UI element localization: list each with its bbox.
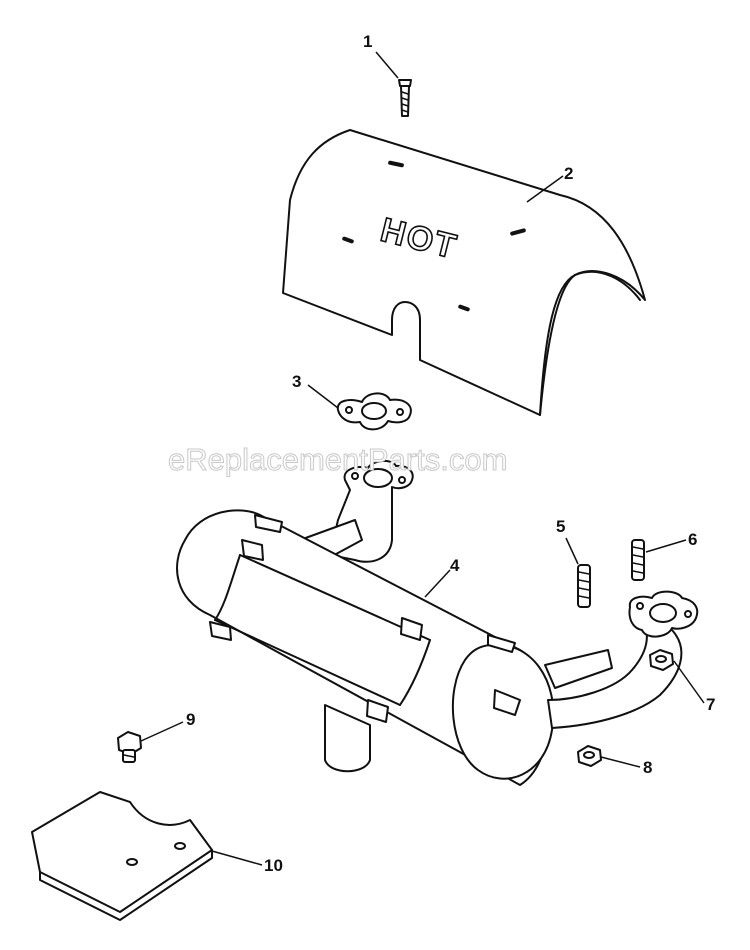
callout-2: 2 [526,164,573,203]
callout-4: 4 [424,556,460,598]
callout-10: 10 [211,850,283,875]
gasket-part-3 [336,392,412,431]
stud-part-5 [577,564,591,608]
callout-5-number: 5 [556,517,565,536]
callout-6: 6 [645,530,697,553]
callout-9-number: 9 [186,710,195,729]
nut-part-8 [577,745,602,767]
heat-shield-part-2: HOT [282,129,646,416]
callout-9: 9 [140,710,195,742]
callout-7-number: 7 [706,695,715,714]
stud-part-6 [631,539,645,581]
callout-5: 5 [556,517,579,565]
callout-3-number: 3 [292,372,301,391]
callout-1-number: 1 [363,32,372,51]
watermark-text: eReplacementParts.com [168,442,507,477]
muffler-part-4 [176,460,699,786]
callout-1: 1 [363,32,399,79]
screw-part-9 [117,731,142,763]
plate-part-10 [31,791,213,921]
callout-4-number: 4 [450,556,460,575]
nut-part-7 [649,649,674,671]
callout-7: 7 [673,660,715,714]
callout-3: 3 [292,372,339,409]
callout-8-number: 8 [643,758,652,777]
callout-10-number: 10 [264,856,283,875]
callout-8: 8 [600,756,652,777]
callout-2-number: 2 [564,164,573,183]
callout-6-number: 6 [688,530,697,549]
bolt-part-1 [398,79,412,117]
